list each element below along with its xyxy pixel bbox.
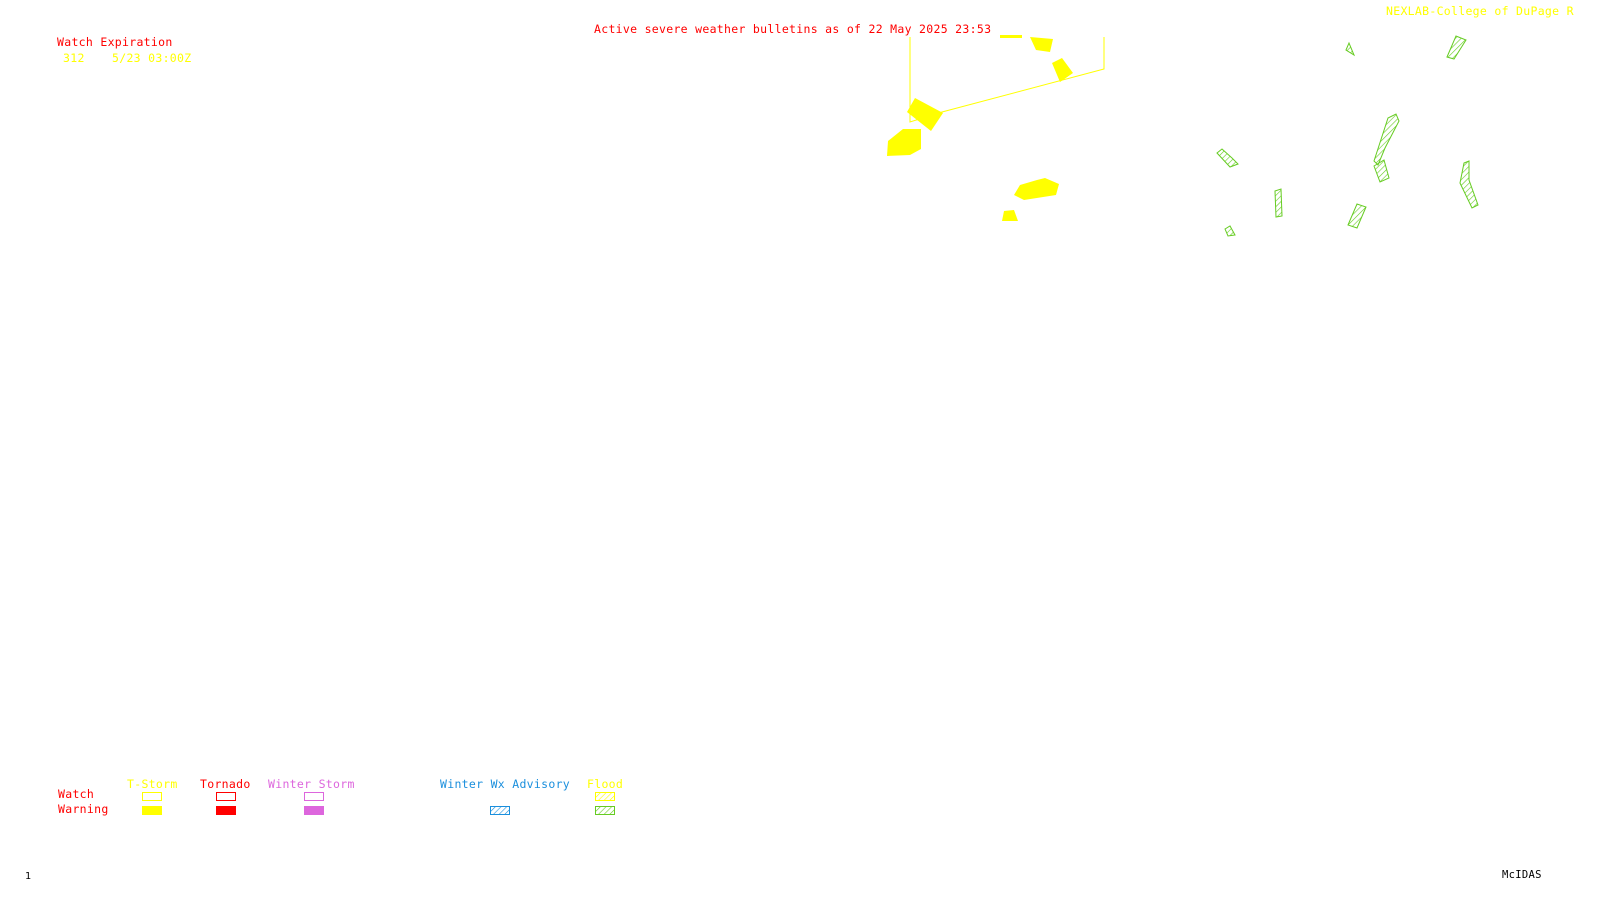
legend-winter-storm-label: Winter Storm [268,777,355,791]
tstorm-warning-polygons [887,35,1073,221]
flood-warning-polygon [1446,35,1467,60]
legend-flood-warning-swatch [595,806,615,815]
legend-tstorm-warning-swatch [142,806,162,815]
tstorm-warning-polygon [1052,58,1073,82]
legend-flood-label: Flood [587,777,624,791]
flood-warning-polygons [1216,35,1479,237]
legend-winter-advisory-label: Winter Wx Advisory [440,777,571,791]
legend-winter-advisory-swatch [490,806,510,815]
flood-warning-polygon [1347,203,1367,229]
system-label: McIDAS [1502,869,1542,881]
source-credit: NEXLAB-College of DuPage R [1386,4,1574,18]
frame-number: 1 [25,871,32,882]
page-title: Active severe weather bulletins as of 22… [594,22,992,36]
tstorm-watch-outline [909,37,1105,123]
legend-tornado-label: Tornado [200,777,251,791]
watch-expiration-time: 5/23 03:00Z [112,51,192,65]
legend-row-label-watch: Watch [58,787,95,801]
tstorm-warning-polygon [1000,35,1022,38]
tstorm-warning-polygon [887,129,921,156]
legend-row-label-warning: Warning [58,802,109,816]
legend-tornado-warning-swatch [216,806,236,815]
legend-winter-storm-watch-swatch [304,792,324,801]
legend-tstorm-label: T-Storm [127,777,178,791]
flood-warning-polygon [1459,160,1479,209]
tstorm-warning-polygon [1014,178,1059,200]
legend-flood-watch-swatch [595,792,615,801]
flood-warning-polygon [1373,113,1400,166]
legend-tstorm-watch-swatch [142,792,162,801]
watch-expiration-heading: Watch Expiration [57,35,173,49]
watch-number: 312 [63,51,85,65]
flood-warning-polygon [1274,188,1283,218]
flood-warning-polygon [1224,225,1236,237]
tstorm-warning-polygon [907,98,943,131]
tstorm-warning-polygon [1002,210,1018,221]
flood-warning-polygon [1373,159,1390,183]
flood-warning-polygon [1216,148,1239,168]
tstorm-warning-polygon [1030,37,1053,52]
legend-tornado-watch-swatch [216,792,236,801]
legend-winter-storm-warning-swatch [304,806,324,815]
flood-warning-polygon [1345,41,1356,57]
